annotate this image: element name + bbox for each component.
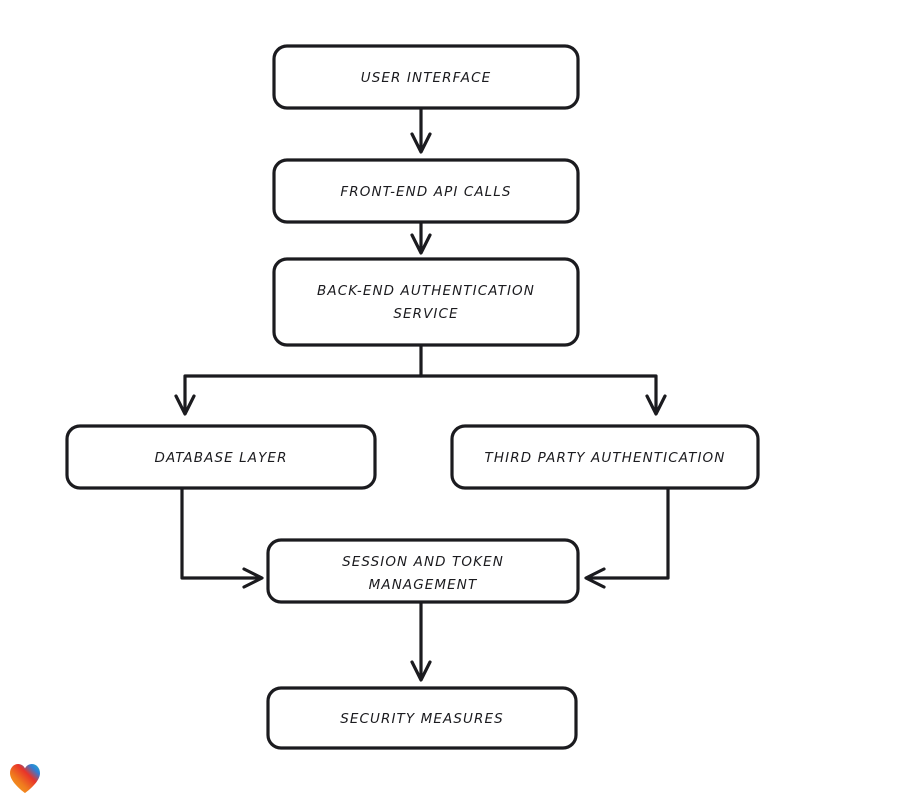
edge-backend-to-database xyxy=(174,343,423,416)
edge-thirdparty-to-session xyxy=(584,486,670,589)
node-database-layer-label: DATABASE LAYER xyxy=(154,450,287,466)
node-user-interface[interactable]: USER INTERFACE xyxy=(272,44,580,110)
node-database-layer[interactable]: DATABASE LAYER xyxy=(65,424,377,490)
edge-ui-to-api xyxy=(410,106,432,154)
node-security-measures-shape[interactable] xyxy=(266,686,578,750)
edge-session-to-security xyxy=(410,600,432,682)
node-back-end-authentication-service-label-line-1: BACK-END AUTHENTICATION xyxy=(317,283,535,299)
node-session-and-token-management-label-line-1: SESSION AND TOKEN xyxy=(342,554,504,570)
node-front-end-api-calls-shape[interactable] xyxy=(272,158,580,224)
node-third-party-authentication-shape[interactable] xyxy=(450,424,760,490)
node-front-end-api-calls[interactable]: FRONT-END API CALLS xyxy=(272,158,580,224)
edge-database-to-session xyxy=(180,486,264,589)
node-back-end-authentication-service[interactable]: BACK-END AUTHENTICATION SERVICE xyxy=(272,257,580,347)
node-user-interface-shape[interactable] xyxy=(272,44,580,110)
edge-api-to-backend xyxy=(410,220,432,255)
node-back-end-authentication-service-label-line-2: SERVICE xyxy=(393,306,458,322)
node-front-end-api-calls-label: FRONT-END API CALLS xyxy=(340,184,511,200)
node-security-measures[interactable]: SECURITY MEASURES xyxy=(266,686,578,750)
node-database-layer-shape[interactable] xyxy=(65,424,377,490)
node-session-and-token-management[interactable]: SESSION AND TOKEN MANAGEMENT xyxy=(266,538,580,604)
node-session-and-token-management-label-line-2: MANAGEMENT xyxy=(369,577,478,593)
edge-backend-to-thirdparty xyxy=(419,374,667,416)
heart-icon xyxy=(10,764,40,793)
node-session-and-token-management-shape[interactable] xyxy=(266,538,580,604)
node-security-measures-label: SECURITY MEASURES xyxy=(340,711,504,727)
node-back-end-authentication-service-shape[interactable] xyxy=(272,257,580,347)
node-user-interface-label: USER INTERFACE xyxy=(361,70,491,86)
node-third-party-authentication-label: THIRD PARTY AUTHENTICATION xyxy=(485,450,726,466)
node-third-party-authentication[interactable]: THIRD PARTY AUTHENTICATION xyxy=(450,424,760,490)
